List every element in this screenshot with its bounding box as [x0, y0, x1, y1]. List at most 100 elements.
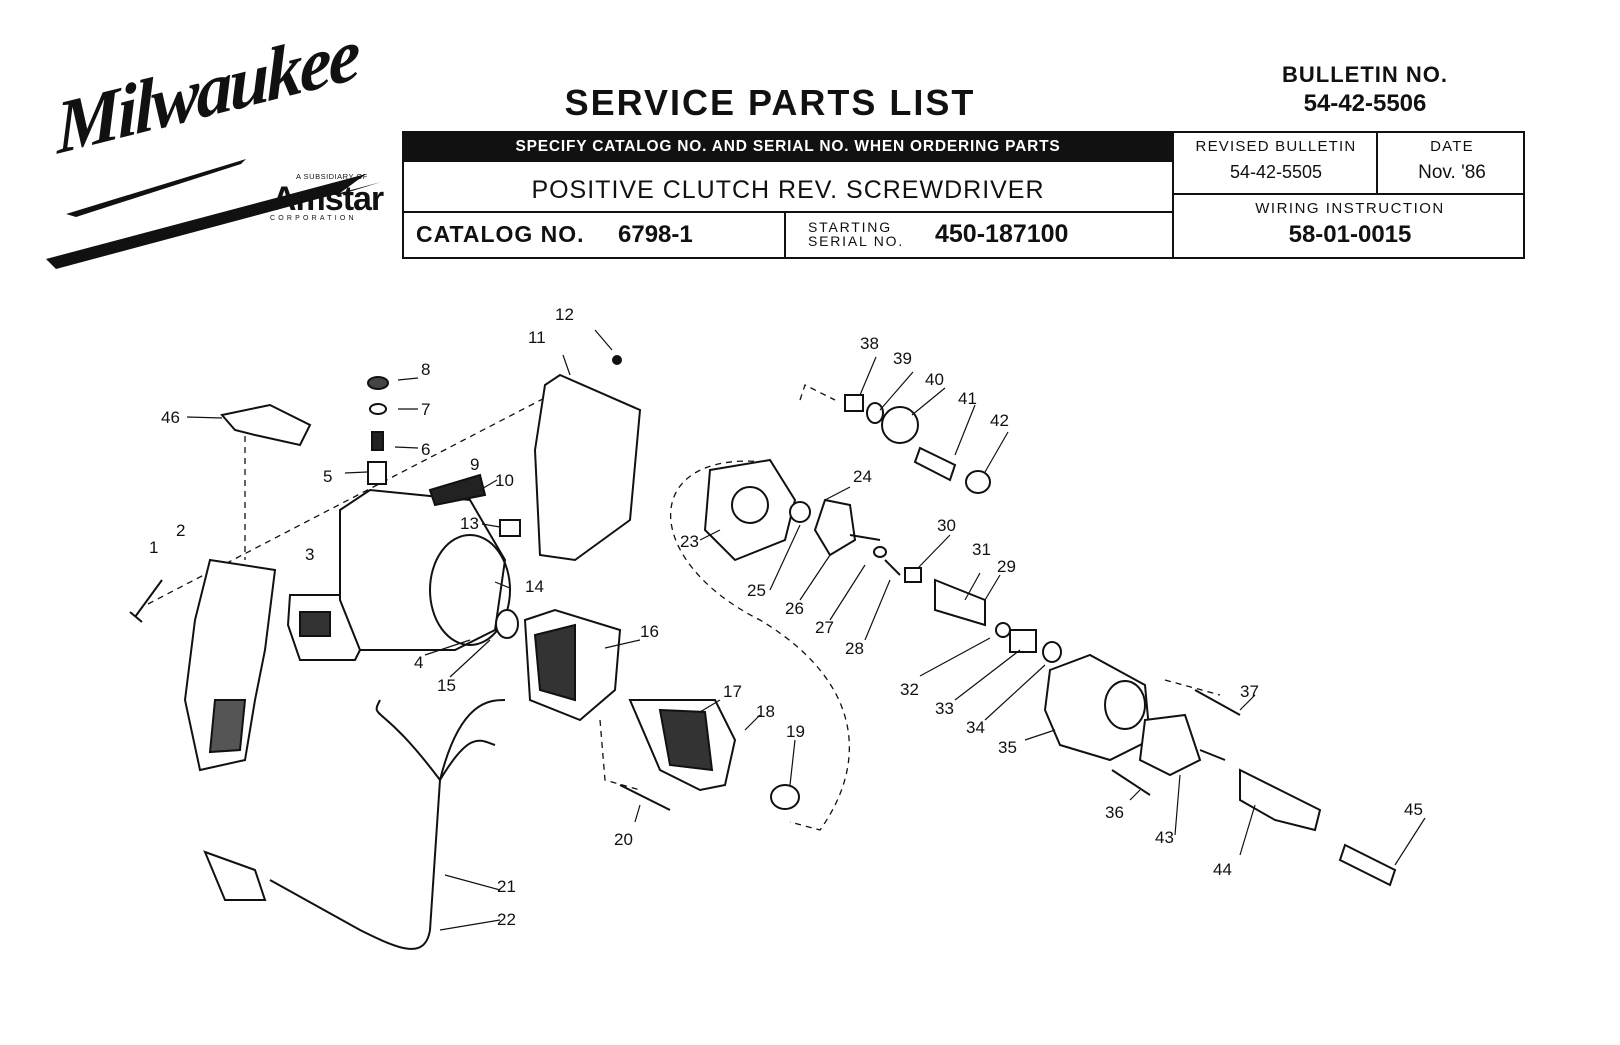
divider-horizontal-left: [402, 211, 1174, 213]
part-label-22: 22: [497, 910, 516, 929]
part-nut-8: [367, 376, 389, 390]
part-label-27: 27: [815, 618, 834, 637]
part-label-5: 5: [323, 467, 332, 486]
catalog-number: 6798-1: [618, 221, 693, 248]
part-washer-39: [866, 402, 884, 424]
part-label-9: 9: [470, 455, 479, 474]
part-plug: [203, 850, 267, 901]
part-bearing-33: [1009, 629, 1037, 653]
part-label-13: 13: [460, 514, 479, 533]
bulletin-number: 54-42-5506: [1303, 90, 1427, 117]
bulletin-label: BULLETIN NO.: [1282, 62, 1448, 87]
divider-vertical-date: [1376, 131, 1378, 194]
part-gear-plate: [703, 458, 797, 562]
part-label-18: 18: [756, 702, 775, 721]
exploded-parts-diagram: 1 2 3 4 5 6 7 8 9 10 11 12 13 14 15 16 1…: [129, 305, 1426, 950]
part-label-43: 43: [1155, 828, 1174, 847]
part-label-6: 6: [421, 440, 430, 459]
part-label-4: 4: [414, 653, 423, 672]
starting-label-line2: SERIAL NO.: [808, 233, 905, 249]
part-label-23: 23: [680, 532, 699, 551]
part-label-34: 34: [966, 718, 985, 737]
part-label-7: 7: [421, 400, 430, 419]
part-label-14: 14: [525, 577, 544, 596]
part-clutch-43: [1138, 713, 1202, 777]
part-bearing-15: [495, 609, 519, 639]
part-washer-7: [369, 403, 387, 415]
product-name: POSITIVE CLUTCH REV. SCREWDRIVER: [531, 176, 1045, 204]
part-spindle-29: [934, 578, 986, 627]
part-pinion-41: [913, 446, 957, 482]
part-label-10: 10: [495, 471, 514, 490]
part-bearing-19: [770, 784, 800, 810]
divider-vertical-catalog: [784, 212, 786, 259]
part-gear-case: [1043, 653, 1152, 762]
part-washer-27: [873, 546, 887, 558]
starting-label-line1: STARTING: [808, 219, 892, 235]
part-label-44: 44: [1213, 860, 1232, 879]
part-sleeve-30: [904, 567, 922, 583]
part-label-2: 2: [176, 521, 185, 540]
order-notice-bar: SPECIFY CATALOG NO. AND SERIAL NO. WHEN …: [402, 131, 1174, 162]
part-bit-holder-45: [1338, 843, 1397, 887]
revised-bulletin-number: 54-42-5505: [1229, 162, 1323, 182]
part-motor-housing: [339, 488, 507, 651]
part-label-35: 35: [998, 738, 1017, 757]
part-housing-half: [533, 373, 642, 562]
milwaukee-logo: [46, 159, 381, 269]
part-screw-1: [129, 579, 163, 623]
wiring-instruction-label: WIRING INSTRUCTION: [1255, 200, 1445, 217]
part-label-15: 15: [437, 676, 456, 695]
part-label-26: 26: [785, 599, 804, 618]
part-label-36: 36: [1105, 803, 1124, 822]
starting-serial-label: STARTING SERIAL NO.: [808, 220, 904, 248]
part-label-17: 17: [723, 682, 742, 701]
catalog-label: CATALOG NO.: [416, 221, 585, 247]
part-label-11: 11: [528, 328, 546, 347]
part-label-28: 28: [845, 639, 864, 658]
part-label-39: 39: [893, 349, 912, 368]
part-spring-6: [371, 431, 384, 451]
part-labels: 1 2 3 4 5 6 7 8 9 10 11 12 13 14 15 16 1…: [149, 305, 1423, 929]
divider-horizontal-right: [1172, 193, 1525, 195]
part-label-8: 8: [421, 360, 430, 379]
parent-company-suffix: CORPORATION: [270, 215, 357, 222]
part-ring-32: [995, 622, 1011, 638]
part-bushing-38: [844, 394, 864, 412]
part-handle: [183, 558, 277, 772]
subsidiary-note: A SUBSIDIARY OF: [296, 172, 368, 181]
part-bearing-42: [965, 470, 991, 494]
part-label-24: 24: [853, 467, 872, 486]
part-ring-34: [1042, 641, 1062, 663]
document-title: SERVICE PARTS LIST: [564, 82, 976, 123]
part-gear-26: [813, 498, 857, 557]
part-label-21: 21: [497, 877, 516, 896]
part-sleeve-44: [1239, 768, 1322, 832]
part-label-20: 20: [614, 830, 633, 849]
part-label-12: 12: [555, 305, 574, 324]
wiring-instruction-number: 58-01-0015: [1288, 221, 1412, 248]
part-label-42: 42: [990, 411, 1009, 430]
part-terminal-13: [499, 519, 521, 537]
part-label-29: 29: [997, 557, 1016, 576]
part-bushing-5: [367, 461, 387, 485]
part-label-37: 37: [1240, 682, 1259, 701]
divider-vertical-main: [1172, 131, 1174, 259]
part-screw-36: [1111, 769, 1151, 796]
part-screw-37: [1194, 689, 1241, 716]
date-value: Nov. '86: [1418, 162, 1486, 183]
part-label-33: 33: [935, 699, 954, 718]
part-label-40: 40: [925, 370, 944, 389]
part-spring-28: [884, 559, 901, 576]
part-cord: [269, 779, 441, 950]
part-screw-20: [619, 784, 671, 811]
part-label-46: 46: [161, 408, 180, 427]
starting-serial-number: 450-187100: [935, 220, 1069, 248]
part-label-30: 30: [937, 516, 956, 535]
part-label-41: 41: [958, 389, 977, 408]
revised-bulletin-label: REVISED BULLETIN: [1195, 138, 1357, 155]
part-label-38: 38: [860, 334, 879, 353]
part-label-16: 16: [640, 622, 659, 641]
parent-company-name: Amstar: [272, 180, 384, 218]
part-label-1: 1: [149, 538, 158, 557]
